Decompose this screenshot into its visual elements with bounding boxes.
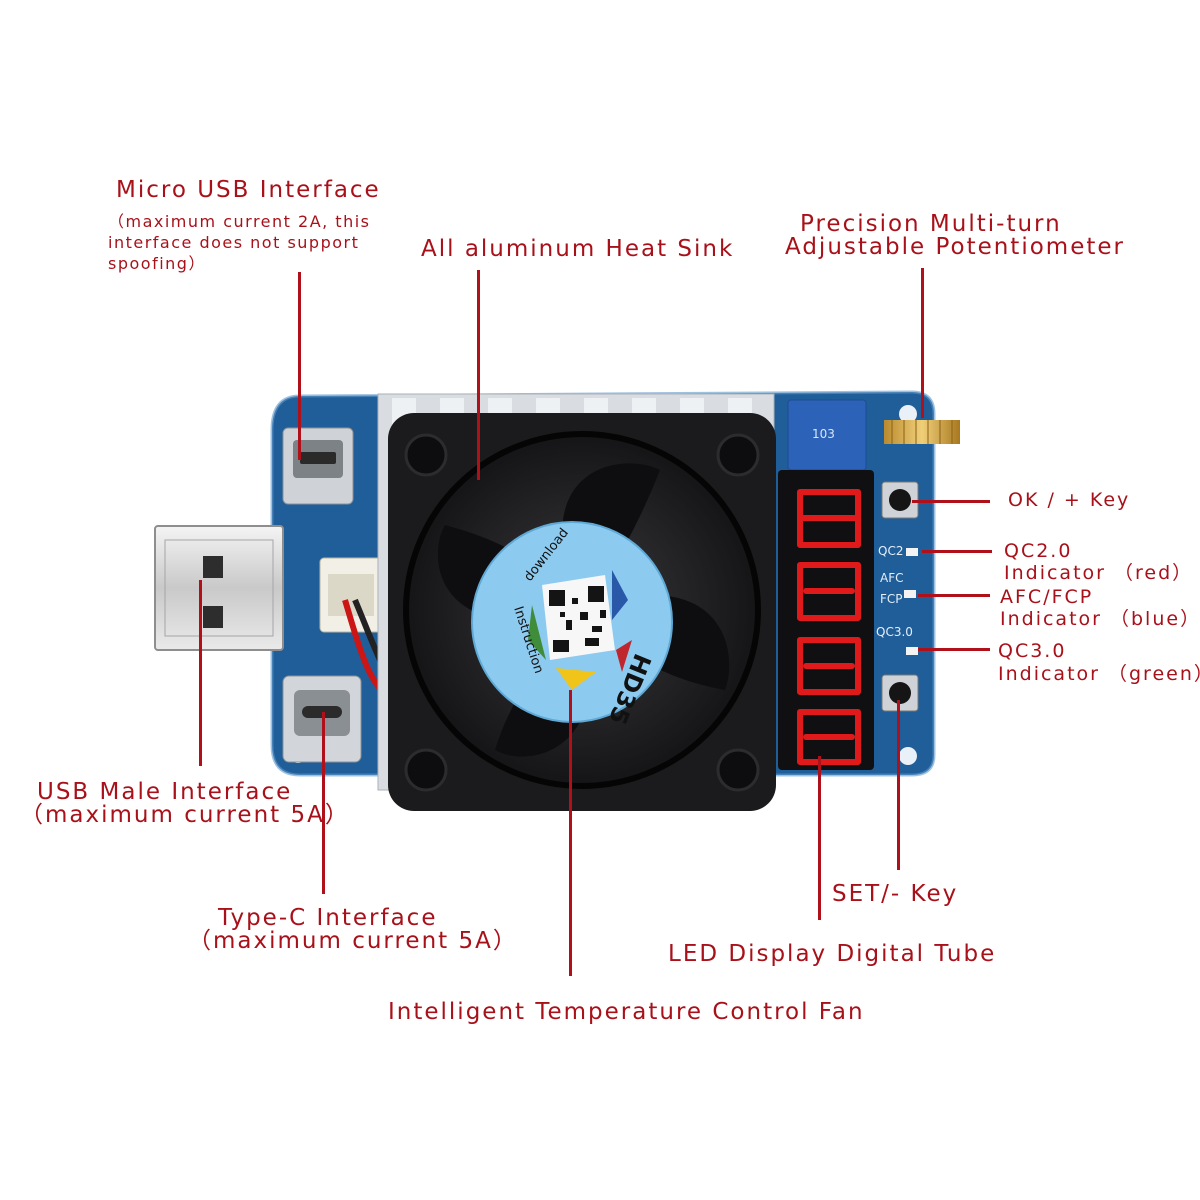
callout-type-c-line1: Type-C Interface (218, 905, 438, 931)
potentiometer: 103 (787, 399, 960, 471)
callout-heat-sink: All aluminum Heat Sink (421, 236, 735, 262)
mounting-hole (899, 747, 917, 765)
fan-connector (319, 557, 383, 633)
mounting-hole (899, 405, 917, 423)
ok-plus-key (881, 481, 919, 519)
callout-potentiometer-line1: Precision Multi-turn (800, 211, 1062, 237)
fan-sticker: download Instruction HD35 (471, 521, 673, 728)
qc3-led (906, 647, 918, 655)
callout-fan: Intelligent Temperature Control Fan (388, 999, 865, 1025)
leader-line-qc30 (918, 648, 990, 651)
usb-male-plug (154, 525, 284, 651)
leader-line-type-c (322, 712, 325, 894)
callout-ok-key: OK / + Key (1008, 489, 1131, 511)
led-display (778, 470, 874, 770)
set-minus-key (881, 674, 919, 712)
led-digit (797, 637, 861, 695)
callout-qc30-line1: QC3.0 (998, 640, 1067, 662)
leader-line-afc-fcp (918, 594, 990, 597)
board-label-fcp: FCP (880, 592, 903, 606)
pot-code: 103 (812, 427, 835, 441)
leader-line-qc20 (922, 550, 992, 553)
leader-line-led-display (818, 756, 821, 920)
leader-line-heat-sink (477, 270, 480, 480)
micro-usb-port (282, 427, 354, 505)
callout-micro-usb-title: Micro USB Interface (116, 177, 381, 203)
afc-fcp-led (904, 590, 916, 598)
callout-set-key: SET/- Key (832, 881, 959, 907)
leader-line-set-key (897, 700, 900, 870)
callout-afc-fcp-line2: Indicator （blue） (1000, 608, 1200, 630)
leader-line-ok-key (912, 500, 990, 503)
callout-usb-male-line2: （maximum current 5A） (20, 802, 350, 828)
callout-potentiometer-line2: Adjustable Potentiometer (785, 234, 1125, 260)
board-label-qc3: QC3.0 (876, 625, 913, 639)
callout-qc20-line1: QC2.0 (1004, 540, 1073, 562)
leader-line-usb-male (199, 580, 202, 766)
led-digit (797, 489, 861, 548)
board-label-afc: AFC (880, 571, 904, 585)
callout-micro-usb-note: （maximum current 2A, this interface does… (108, 212, 371, 273)
callout-qc30-line2: Indicator （green） (998, 663, 1200, 685)
callout-led-display: LED Display Digital Tube (668, 941, 997, 967)
qc2-led (906, 548, 918, 556)
led-digit (797, 562, 861, 621)
qr-code (549, 586, 606, 652)
callout-usb-male-line1: USB Male Interface (37, 779, 293, 805)
board-label-qc2: QC2 (878, 544, 903, 558)
callout-qc20-line2: Indicator （red） (1004, 562, 1194, 584)
leader-line-potentiometer (921, 268, 924, 418)
callout-type-c-line2: （maximum current 5A） (188, 928, 518, 954)
leader-line-micro-usb (298, 272, 301, 460)
callout-afc-fcp-line1: AFC/FCP (1000, 586, 1094, 608)
led-digit (797, 709, 861, 765)
leader-line-fan (569, 690, 572, 976)
